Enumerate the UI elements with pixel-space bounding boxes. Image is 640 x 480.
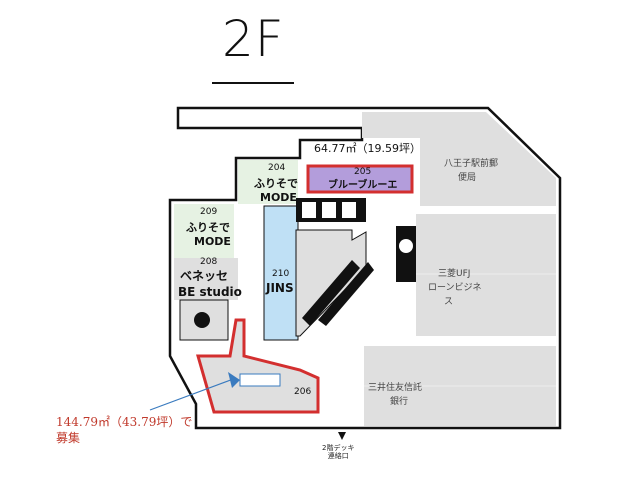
escalator-round-icon bbox=[399, 239, 413, 253]
unit-209-area bbox=[174, 204, 234, 258]
vacancy-callout-line1: 144.79㎡（43.79坪）で bbox=[56, 415, 193, 429]
sumitomo-name-line1: 三井住友信託 bbox=[368, 383, 423, 393]
sumitomo-name-line2: 銀行 bbox=[390, 397, 409, 407]
entrance-label-line2: 連絡口 bbox=[327, 452, 349, 461]
post-office-name-line1: 八王子駅前郵 bbox=[444, 159, 499, 169]
unit-208-name-line2: BE studio bbox=[178, 285, 242, 299]
unit-208-area bbox=[174, 258, 238, 300]
unit-209-name-line1: ふりそで bbox=[186, 221, 230, 234]
unit-209-name-line2: MODE bbox=[194, 235, 231, 248]
unit-209-number: 209 bbox=[200, 207, 218, 217]
escalator-right-icon bbox=[318, 262, 374, 326]
elevator-3-icon bbox=[342, 202, 356, 218]
stair-round-icon bbox=[194, 312, 210, 328]
unit-204-name-line2: MODE bbox=[260, 191, 297, 204]
post-office-name-line2: 便局 bbox=[458, 173, 477, 183]
unit-206-vacancy bbox=[196, 318, 320, 414]
ufj-name-line3: ス bbox=[444, 297, 454, 307]
post-office-area bbox=[362, 112, 556, 206]
ufj-name-line1: 三菱UFJ bbox=[438, 269, 471, 279]
vacancy-callout: 144.79㎡（43.79坪）で 募集 bbox=[56, 414, 192, 446]
floor-label: 2F bbox=[222, 10, 285, 68]
unit-208-number: 208 bbox=[200, 257, 218, 267]
sign-icon bbox=[239, 373, 281, 387]
unit-205-tenant: ブルーブルーエ bbox=[328, 180, 398, 191]
unit-205-number: 205 bbox=[354, 167, 372, 177]
unit-205-vacancy bbox=[306, 164, 414, 194]
unit-208-name-line1: ベネッセ bbox=[180, 269, 229, 283]
unit-205-area-label: 64.77㎡（19.59坪） bbox=[314, 142, 421, 155]
elevator-1-icon bbox=[302, 202, 316, 218]
entrance-marker-icon bbox=[338, 432, 346, 440]
entrance-label-line1: 2階デッキ bbox=[322, 444, 355, 452]
unit-204-name-line1: ふりそで bbox=[254, 177, 298, 190]
ufj-area bbox=[416, 214, 556, 336]
floor-label-underline bbox=[212, 82, 294, 84]
unit-210-name: JINS bbox=[266, 281, 294, 295]
entrance-label: 2階デッキ 連絡口 bbox=[322, 444, 354, 461]
ufj-name-line2: ローンビジネ bbox=[428, 283, 482, 293]
callout-leader-line bbox=[149, 377, 237, 411]
unit-204-area bbox=[238, 160, 298, 204]
tool-icon bbox=[228, 372, 240, 388]
escalator-tall-icon bbox=[396, 226, 416, 282]
vacancy-callout-line2: 募集 bbox=[56, 431, 81, 446]
unit-204-number: 204 bbox=[268, 163, 286, 173]
unit-210-number: 210 bbox=[272, 269, 290, 279]
unit-210-area bbox=[263, 205, 299, 341]
elevator-2-icon bbox=[322, 202, 336, 218]
escalator-left-icon bbox=[302, 260, 360, 326]
unit-206-number: 206 bbox=[294, 387, 312, 397]
